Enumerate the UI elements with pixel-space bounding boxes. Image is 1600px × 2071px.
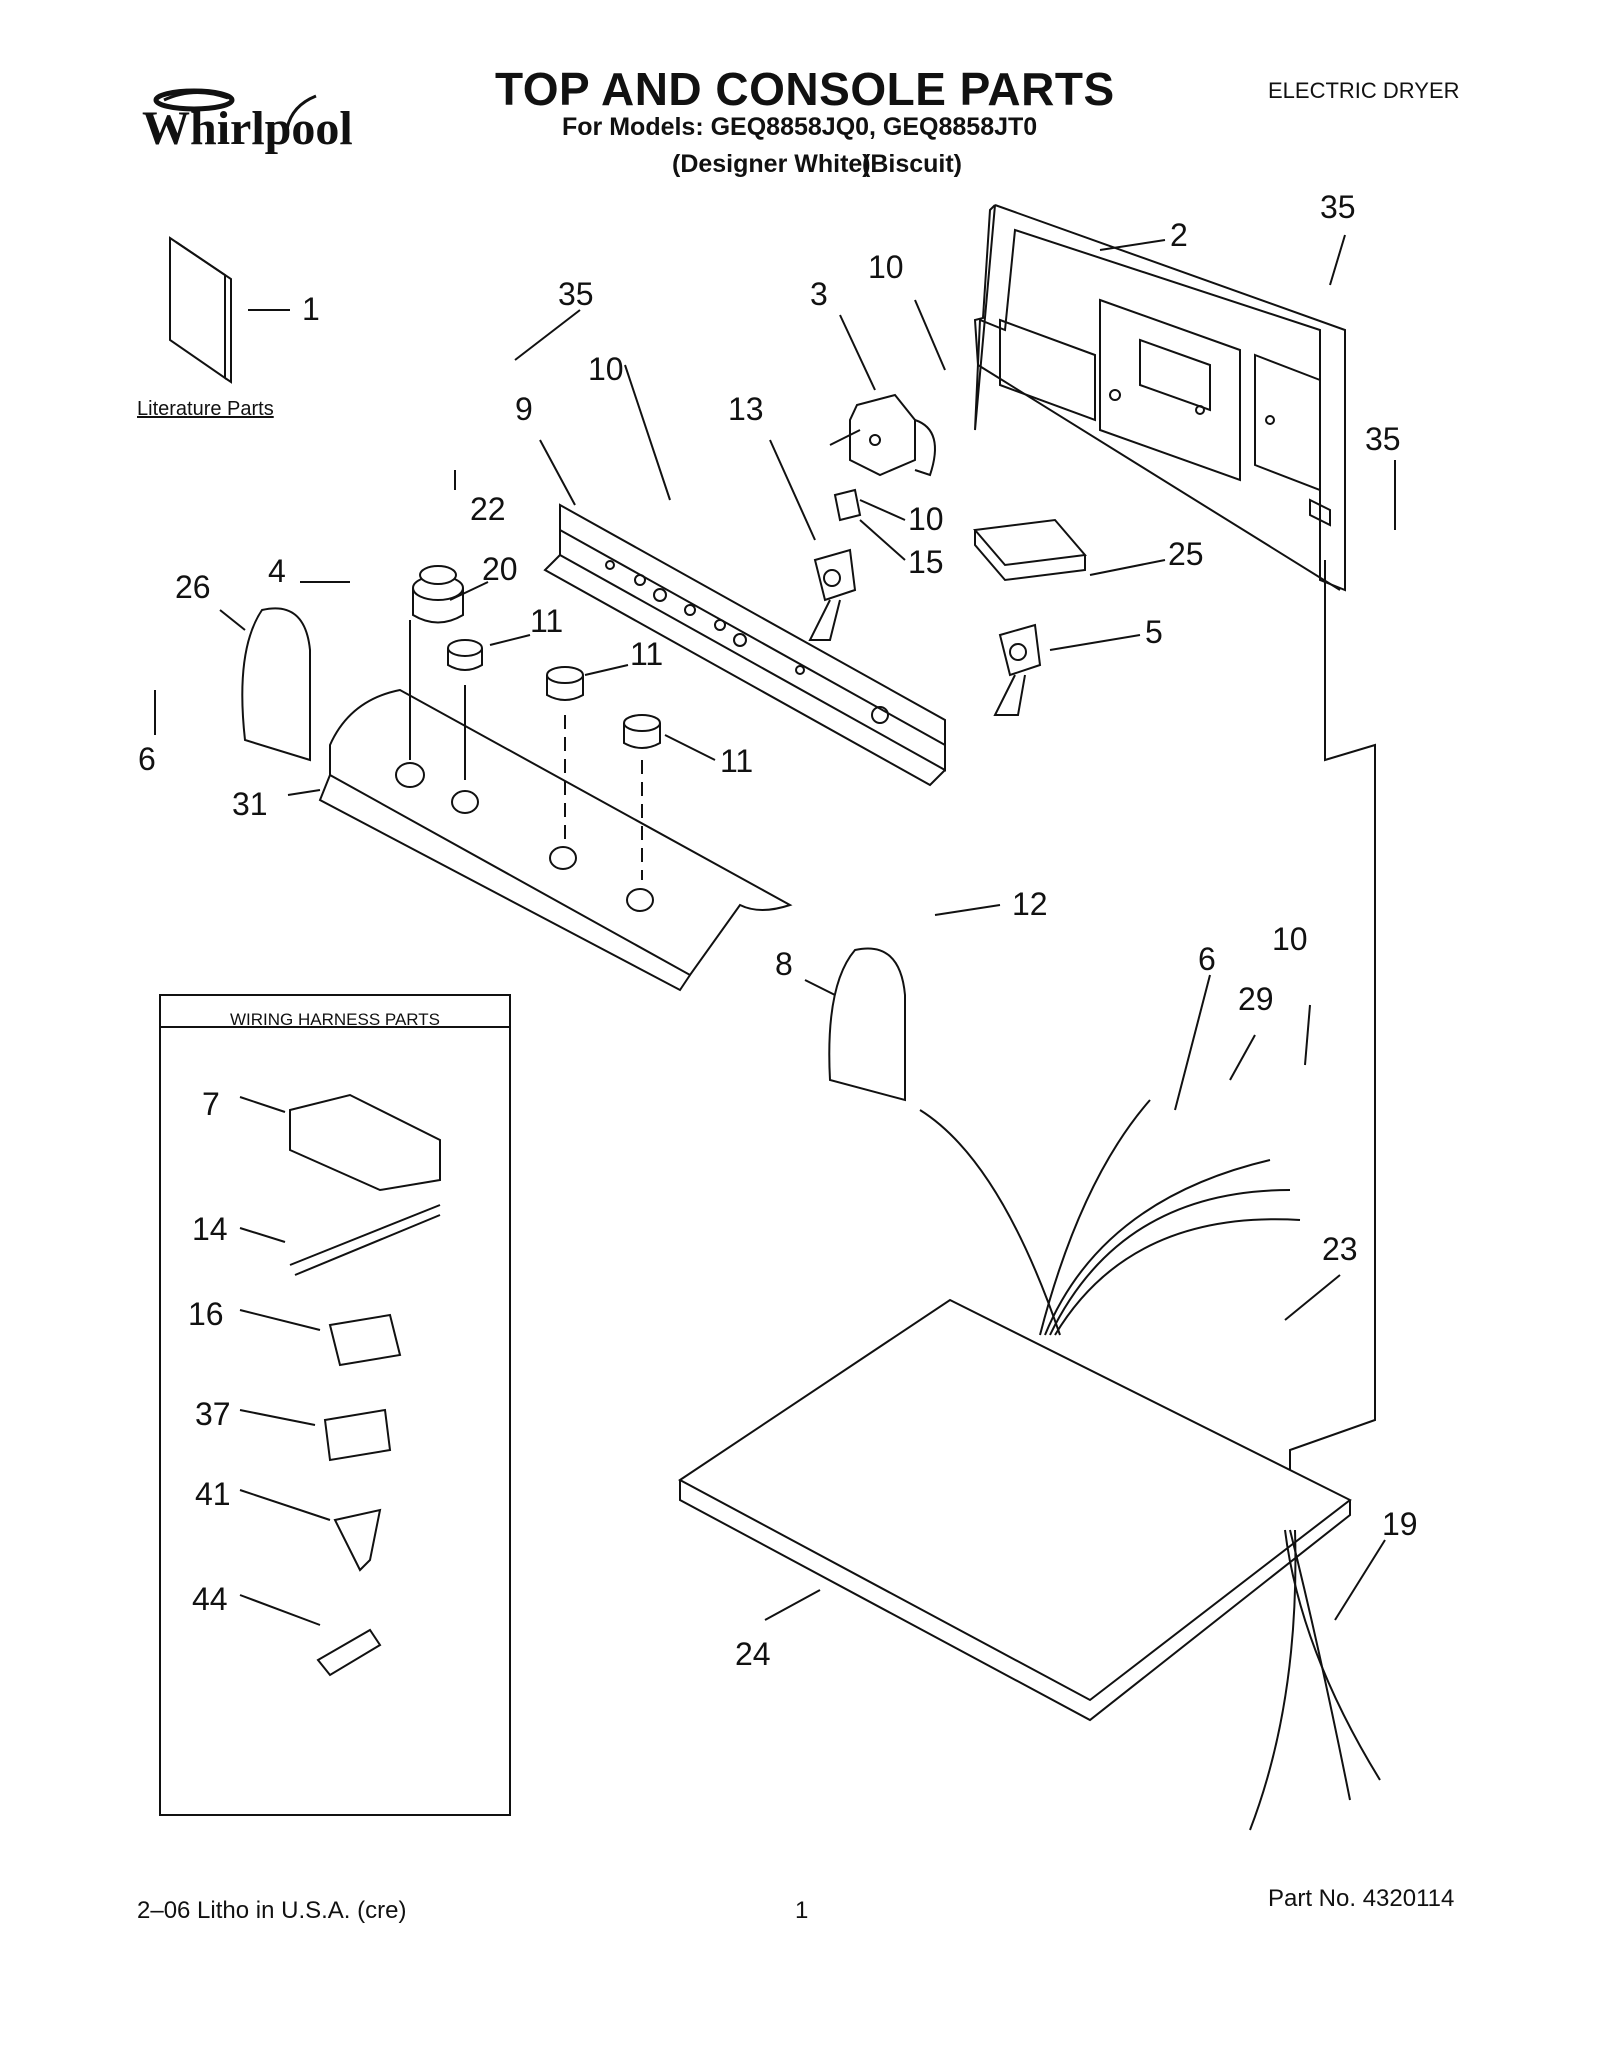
callout-2: 2 xyxy=(1170,217,1188,253)
top-panel-part xyxy=(678,1298,1352,1722)
callout-37: 37 xyxy=(195,1396,231,1432)
callout-13: 13 xyxy=(728,391,764,427)
callout-4: 4 xyxy=(268,553,286,589)
callout-35-top: 35 xyxy=(1320,189,1356,225)
callout-11-b: 11 xyxy=(630,636,663,672)
footer-litho: 2–06 Litho in U.S.A. (cre) xyxy=(137,1897,407,1924)
svg-text:Whirlpool: Whirlpool xyxy=(142,102,353,155)
footer-part-number: Part No. 4320114 xyxy=(1268,1885,1455,1912)
product-type: ELECTRIC DRYER xyxy=(1268,78,1460,103)
knob-parts xyxy=(412,565,661,749)
callout-24: 24 xyxy=(735,1636,771,1672)
callout-6-left: 6 xyxy=(138,741,156,777)
color-biscuit: (Biscuit) xyxy=(862,150,962,178)
timer-part xyxy=(829,393,936,477)
callout-20: 20 xyxy=(482,551,518,587)
color-designer-white: (Designer White) xyxy=(672,150,871,178)
callout-41: 41 xyxy=(195,1476,231,1512)
models-subtitle: For Models: GEQ8858JQ0, GEQ8858JT0 xyxy=(562,113,1038,141)
callout-6-right: 6 xyxy=(1198,941,1216,977)
callout-35-left: 35 xyxy=(558,276,594,312)
literature-booklet-part xyxy=(169,236,232,384)
footer-page-number: 1 xyxy=(795,1897,809,1924)
callout-7: 7 xyxy=(202,1086,220,1122)
callout-5: 5 xyxy=(1145,614,1163,650)
console-back-panel-part xyxy=(543,503,946,787)
literature-parts-label: Literature Parts xyxy=(137,398,274,420)
callout-15: 15 xyxy=(908,544,944,580)
callout-10-left: 10 xyxy=(588,351,624,387)
wiring-harness-box xyxy=(159,994,511,1816)
callout-11-a: 11 xyxy=(530,603,563,639)
callout-1: 1 xyxy=(302,291,320,327)
callout-16: 16 xyxy=(188,1296,224,1332)
callout-35-right: 35 xyxy=(1365,421,1401,457)
callout-8: 8 xyxy=(775,946,793,982)
callout-12: 12 xyxy=(1012,886,1048,922)
callout-3: 3 xyxy=(810,276,828,312)
callout-11-c: 11 xyxy=(720,743,753,779)
page-title: TOP AND CONSOLE PARTS xyxy=(495,63,1115,115)
callout-26: 26 xyxy=(175,569,211,605)
callout-25: 25 xyxy=(1168,536,1204,572)
callout-14: 14 xyxy=(192,1211,228,1247)
callout-10-top: 10 xyxy=(868,249,904,285)
wiring-harness-part xyxy=(919,1099,1381,1831)
callout-23: 23 xyxy=(1322,1231,1358,1267)
callout-19: 19 xyxy=(1382,1506,1418,1542)
rear-panel-part xyxy=(973,204,1346,592)
callout-22: 22 xyxy=(470,491,506,527)
console-panel-part xyxy=(318,688,793,992)
whirlpool-logo: Whirlpool xyxy=(136,78,376,178)
callout-29: 29 xyxy=(1238,981,1274,1017)
callout-10-right: 10 xyxy=(1272,921,1308,957)
callout-31: 31 xyxy=(232,786,268,822)
wiring-harness-box-title: WIRING HARNESS PARTS xyxy=(229,1010,440,1029)
callout-44: 44 xyxy=(192,1581,228,1617)
callout-10-mid: 10 xyxy=(908,501,944,537)
callout-9: 9 xyxy=(515,391,533,427)
